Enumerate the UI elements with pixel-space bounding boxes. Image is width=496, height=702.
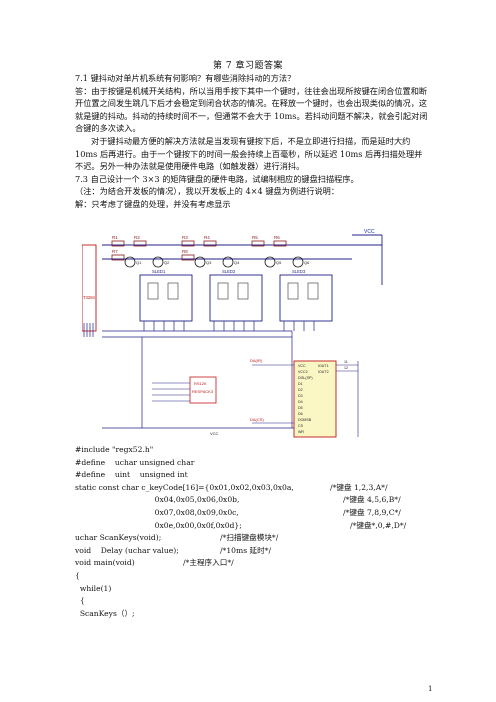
code-line: 0x0e,0x00,0x0f,0x0d}; /*键盘*,0,#,D*/: [75, 520, 455, 533]
chip-label: T3284: [83, 295, 96, 300]
code-text: {: [75, 570, 80, 580]
display-group: [139, 274, 333, 322]
dac-chip: [293, 360, 337, 438]
code-text: static const char c_keyCode[16]={0x01,0x…: [75, 482, 294, 492]
code-line: {: [75, 570, 455, 583]
circuit-diagram: VCC R1 R2 R3 R4 R5 R6 R7 R8: [82, 225, 394, 438]
code-line: #include "regx52.h": [75, 444, 455, 457]
resistor-label: R8: [182, 249, 188, 254]
code-comment: /*键盘 4,5,6,B*/: [343, 495, 401, 505]
ic-pin: IOUT2: [318, 370, 329, 374]
code-text: 0x04,0x05,0x06,0x0b,: [75, 495, 240, 505]
ic-pin-number: 11: [344, 360, 348, 364]
solution-intro: 解：只考虑了键盘的处理，并没有考虑显示: [75, 198, 231, 209]
display-label: SLED1: [152, 269, 166, 274]
page-number: 1: [428, 685, 433, 693]
code-text: uchar ScanKeys(void);: [75, 533, 162, 543]
ic-pin: DGL(SP): [298, 376, 313, 380]
resistor-label: R7: [112, 249, 118, 254]
code-line: uchar ScanKeys(void); /*扫描键盘模块*/: [75, 532, 455, 545]
code-line: #define uchar unsigned char: [75, 457, 455, 470]
display-label: SLED2: [222, 269, 236, 274]
code-comment: /*主程序入口*/: [183, 558, 234, 568]
ic-pin: VCC: [298, 364, 306, 368]
question-7-1: 7.1 键抖动对单片机系统有何影响？有哪些消除抖动的方法？: [75, 73, 296, 83]
answer-7-1-continued: 对于键抖动最方便的解决方法就是当发现有键按下后，不是立即进行扫描，而是延时大约 …: [75, 135, 423, 172]
code-text: void main(void): [75, 558, 135, 568]
display-label: SLED3: [292, 269, 306, 274]
transistor-label: Q4: [234, 260, 240, 265]
resistor-label: R5: [252, 235, 258, 240]
code-comment: /*键盘 7,8,9,C*/: [343, 507, 401, 517]
code-line: while(1): [75, 583, 455, 596]
code-text: while(1): [75, 583, 112, 593]
transistor-label: Q3: [206, 260, 212, 265]
ic-left-label: DA(IR): [250, 358, 263, 363]
code-text: void Delay (uchar value);: [75, 545, 179, 555]
code-text: #include "regx52.h": [75, 445, 154, 454]
ic-pin: D5: [298, 406, 303, 410]
transistor-label: Q2: [164, 260, 170, 265]
code-text: {: [75, 596, 85, 606]
code-line: 0x07,0x08,0x09,0x0c, /*键盘 7,8,9,C*/: [75, 507, 455, 520]
ic-pin: D6: [298, 412, 303, 416]
vcc-label: VCC: [364, 229, 375, 235]
ic-left-label: DA(CS): [250, 417, 264, 422]
answer-7-1: 答：由于按键是机械开关结构，所以当用手按下其中一个键时，往往会出现所按键在闭合位…: [75, 85, 428, 134]
resistor-label: R1: [112, 235, 118, 240]
code-line: void main(void) /*主程序入口*/: [75, 557, 455, 570]
ic-pin: CS: [298, 424, 304, 428]
note: （注：为结合开发板的情况），我以开发板上的 4×4 键盘为例进行说明：: [75, 186, 340, 197]
code-text: ScanKeys（）;: [75, 608, 135, 618]
respack-label: RESPACK3: [192, 389, 214, 394]
code-line: ScanKeys（）;: [75, 608, 455, 621]
resistor-label: R3: [182, 235, 188, 240]
code-comment: /*扫描键盘模块*/: [220, 533, 279, 543]
code-line: static const char c_keyCode[16]={0x01,0x…: [75, 482, 455, 495]
question-7-3: 7.3 自己设计一个 3×3 的矩阵键盘的硬件电路，试编制相应的键盘扫描程序。: [75, 173, 359, 184]
ic-pin: WR: [298, 430, 304, 434]
code-text: #define uchar unsigned char: [75, 457, 195, 467]
ic-pin: D2: [298, 388, 303, 392]
resistor-row: [111, 240, 287, 261]
respack-label: RS12K: [194, 381, 207, 386]
page-title: 第 7 章习题答案: [213, 61, 283, 71]
code-line: 0x04,0x05,0x06,0x0b, /*键盘 4,5,6,B*/: [75, 494, 455, 507]
answer-block: 7.1 键抖动对单片机系统有何影响？有哪些消除抖动的方法？ 答：由于按键是机械开…: [75, 72, 430, 211]
transistor-row: [124, 256, 304, 268]
ic-pin-number: 12: [344, 366, 348, 370]
ic-pin: D1: [298, 382, 303, 386]
resistor-label: R6: [274, 235, 280, 240]
resistor-label: R4: [204, 235, 210, 240]
ic-pin: D4: [298, 400, 303, 404]
code-listing: #include "regx52.h" #define uchar unsigne…: [75, 444, 455, 620]
vcc-label: VCC: [210, 431, 219, 436]
code-line: {: [75, 595, 455, 608]
ic-pin: IOUT1: [318, 364, 329, 368]
code-line: void Delay (uchar value); /*10ms 延时*/: [75, 545, 455, 558]
ic-pin: DOMSB: [298, 418, 312, 422]
code-comment: /*10ms 延时*/: [220, 545, 272, 555]
transistor-label: Q6: [304, 260, 310, 265]
ic-pin: VCC2: [298, 370, 308, 374]
code-line: #define uint unsigned int: [75, 469, 455, 482]
code-comment: /*键盘 1,2,3,A*/: [330, 482, 388, 492]
ic-pin: D3: [298, 394, 303, 398]
resistor-label: R2: [134, 235, 140, 240]
code-text: 0x07,0x08,0x09,0x0c,: [75, 507, 239, 517]
transistor-label: Q5: [276, 260, 282, 265]
transistor-label: Q1: [136, 260, 142, 265]
code-text: #define uint unsigned int: [75, 470, 188, 480]
code-comment: /*键盘*,0,#,D*/: [350, 520, 407, 530]
code-text: 0x0e,0x00,0x0f,0x0d};: [75, 520, 242, 530]
